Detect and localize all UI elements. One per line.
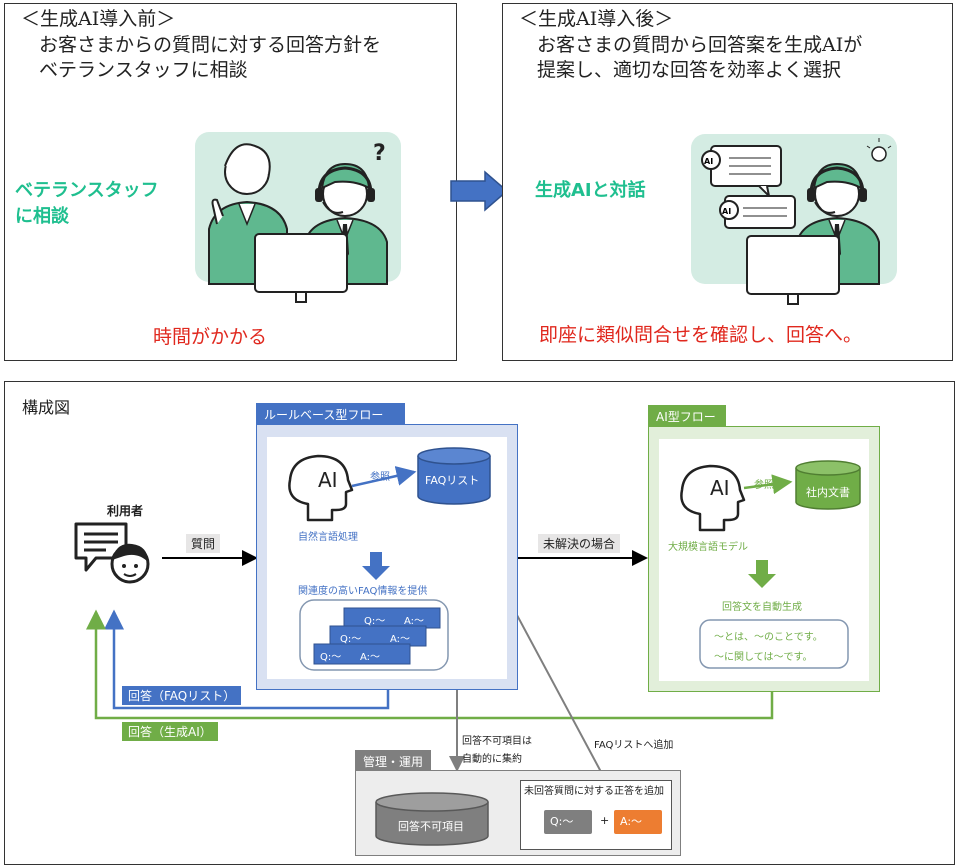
unanswerable-note-2: 自動的に集約 [462, 754, 522, 765]
lightbulb-icon [871, 146, 887, 162]
ops-add-label: 未回答質問に対する正答を追加 [524, 786, 664, 797]
ai-bubble-icon [701, 150, 721, 170]
ai-head-icon [288, 454, 354, 522]
answer-line2: 〜に関しては〜です。 [714, 652, 813, 663]
ops-db-label: 回答不可項目 [398, 820, 464, 833]
faq-add-label: FAQリストへ追加 [594, 740, 674, 751]
rule-refer-label: 参照 [370, 472, 390, 483]
generate-label: 回答文を自動生成 [722, 602, 802, 613]
before-side-label-2: に相談 [15, 206, 69, 227]
before-illustration: ? [195, 132, 401, 303]
unresolved-label: 未解決の場合 [538, 534, 621, 553]
svg-text:AI: AI [704, 157, 713, 166]
rule-ai-label: AI [318, 468, 338, 492]
down-arrow-blue-icon [362, 552, 390, 580]
after-illustration: AI AI [691, 134, 897, 305]
qa2-q: Q:〜 [340, 634, 362, 645]
right-arrow-icon [450, 170, 509, 212]
qa3-q: Q:〜 [320, 652, 342, 663]
ai-head-icon [680, 464, 746, 532]
answer-line1: 〜とは、〜のことです。 [714, 632, 823, 643]
before-bottom-note: 時間がかかる [153, 326, 268, 348]
user-chat-icon [74, 522, 150, 584]
faq-db-label: FAQリスト [425, 474, 480, 487]
rule-flow-content [288, 447, 491, 671]
after-panel: ＜生成AI導入後＞ お客さまの質問から回答案を生成AIが 提案し、適切な回答を効… [502, 3, 953, 361]
question-label: 質問 [186, 534, 221, 553]
before-panel: ＜生成AI導入前＞ お客さまからの質問に対する回答方針を ベテランスタッフに相談… [4, 3, 457, 361]
qa-card-1 [343, 607, 441, 629]
nlp-label: 自然言語処理 [298, 532, 358, 543]
qa2-a: A:〜 [390, 634, 411, 645]
faq-database-icon [417, 447, 491, 505]
diagram-title: 構成図 [22, 398, 71, 417]
user-label: 利用者 [107, 504, 144, 518]
after-line2: 提案し、適切な回答を効率よく選択 [537, 59, 842, 81]
rule-flow-tab: ルールベース型フロー [256, 403, 405, 424]
unanswerable-note-1: 回答不可項目は [462, 736, 532, 747]
svg-text:AI: AI [722, 207, 731, 216]
after-bottom-note: 即座に類似問合せを確認し、回答へ。 [539, 324, 863, 346]
qa3-a: A:〜 [360, 652, 381, 663]
ops-a-box: A:〜 [614, 810, 662, 834]
ai-flow-tab: AI型フロー [648, 405, 726, 426]
after-heading: ＜生成AI導入後＞ [519, 8, 674, 30]
ai-flow-ai-label: AI [710, 476, 730, 500]
internal-docs-label: 社内文書 [806, 486, 850, 499]
ops-tab: 管理・運用 [355, 750, 431, 770]
before-heading: ＜生成AI導入前＞ [21, 8, 176, 30]
down-arrow-green-icon [748, 560, 776, 588]
qa1-q: Q:〜 [364, 616, 386, 627]
ops-plus: + [600, 814, 610, 827]
after-side-label: 生成AIと対話 [535, 180, 646, 201]
svg-text:?: ? [373, 141, 386, 166]
ops-database-icon [375, 792, 489, 846]
ai-flow-content [680, 460, 861, 669]
reply-ai-label: 回答（生成AI） [122, 722, 218, 741]
extract-label: 関連度の高いFAQ情報を提供 [298, 586, 428, 597]
reply-faq-label: 回答（FAQリスト） [122, 686, 242, 705]
after-line1: お客さまの質問から回答案を生成AIが [537, 34, 863, 56]
qa1-a: A:〜 [404, 616, 425, 627]
before-side-label-1: ベテランスタッフ [15, 180, 159, 201]
before-line1: お客さまからの質問に対する回答方針を [39, 34, 382, 56]
qa-card-3 [313, 643, 411, 665]
ops-q-box: Q:〜 [544, 810, 592, 834]
ai-flow-refer-label: 参照 [754, 480, 774, 491]
internal-docs-database-icon [795, 460, 861, 510]
before-line2: ベテランスタッフに相談 [39, 59, 248, 81]
llm-label: 大規模言語モデル [668, 542, 748, 553]
